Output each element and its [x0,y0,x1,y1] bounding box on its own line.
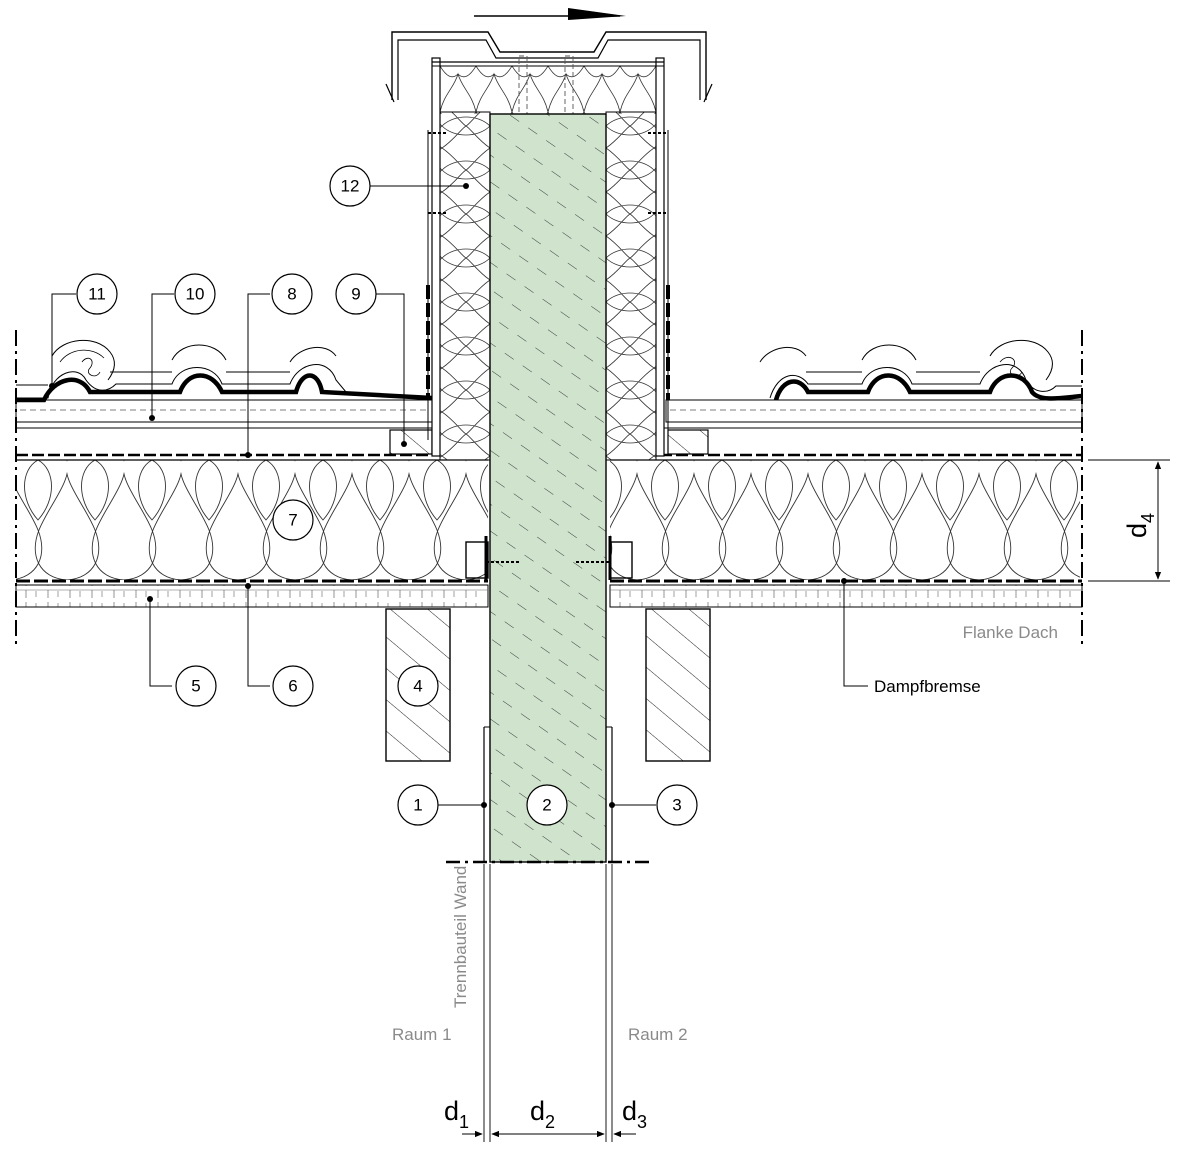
callout-1-num: 1 [413,796,422,815]
roof-tiles-right [759,339,1083,401]
callout-6-num: 6 [288,677,297,696]
trennbauteil-wand-label: Trennbauteil Wand [451,866,470,1008]
raum1-label: Raum 1 [392,1025,452,1044]
slope-arrow [474,8,626,20]
dim-d1-main: d [444,1096,459,1126]
dimension-d4-line [1088,459,1170,582]
callout-11: 11 [76,273,118,315]
rafters [385,608,711,762]
leader-lines [51,185,868,806]
dimension-bottom-lines [462,864,636,1142]
callout-9-num: 9 [351,285,360,304]
wood-block-9 [389,429,709,455]
callout-7: 7 [272,499,314,541]
callout-2: 2 [526,784,568,826]
callout-11-num: 11 [88,285,106,304]
parapet-cladding [426,57,670,457]
callouts: 11 10 8 9 12 7 5 6 [76,165,698,826]
wall-linings [483,726,613,862]
dim-d3-label: d3 [622,1096,647,1132]
dim-d2-sub: 2 [545,1112,555,1132]
callout-4: 4 [397,665,439,707]
callout-6: 6 [272,665,314,707]
dim-d2-main: d [530,1096,545,1126]
roof-tiles-left [16,339,433,403]
callout-8: 8 [271,273,313,315]
callout-3-num: 3 [672,796,681,815]
parapet-insulation [439,66,657,461]
raum2-label: Raum 2 [628,1025,688,1044]
callout-5: 5 [175,665,217,707]
callout-10: 10 [174,273,216,315]
boundary-lines [15,330,1083,648]
dim-d4-sub: 4 [1138,513,1158,523]
callout-1: 1 [397,784,439,826]
connection-brackets [465,536,633,580]
dim-d4-label: d4 [1122,513,1158,538]
dim-d4-main: d [1122,523,1152,538]
callout-12-num: 12 [341,177,360,196]
dim-d3-sub: 3 [637,1112,647,1132]
callout-3: 3 [656,784,698,826]
dim-d3-main: d [622,1096,637,1126]
callout-9: 9 [335,273,377,315]
roof-insulation-layer [16,459,1082,580]
callout-2-num: 2 [542,796,551,815]
dim-d1-sub: 1 [459,1112,469,1132]
callout-8-num: 8 [287,285,296,304]
callout-10-num: 10 [186,285,205,304]
callout-7-num: 7 [288,511,297,530]
callout-5-num: 5 [191,677,200,696]
wall-core [489,113,607,863]
leader-dots [49,183,847,808]
callout-4-num: 4 [413,677,422,696]
flanke-dach-label: Flanke Dach [963,623,1058,642]
ceiling-lining [15,584,1083,608]
dim-d1-label: d1 [444,1096,469,1132]
dim-d2-label: d2 [530,1096,555,1132]
callout-12: 12 [329,165,371,207]
dampfbremse-label: Dampfbremse [874,677,981,696]
